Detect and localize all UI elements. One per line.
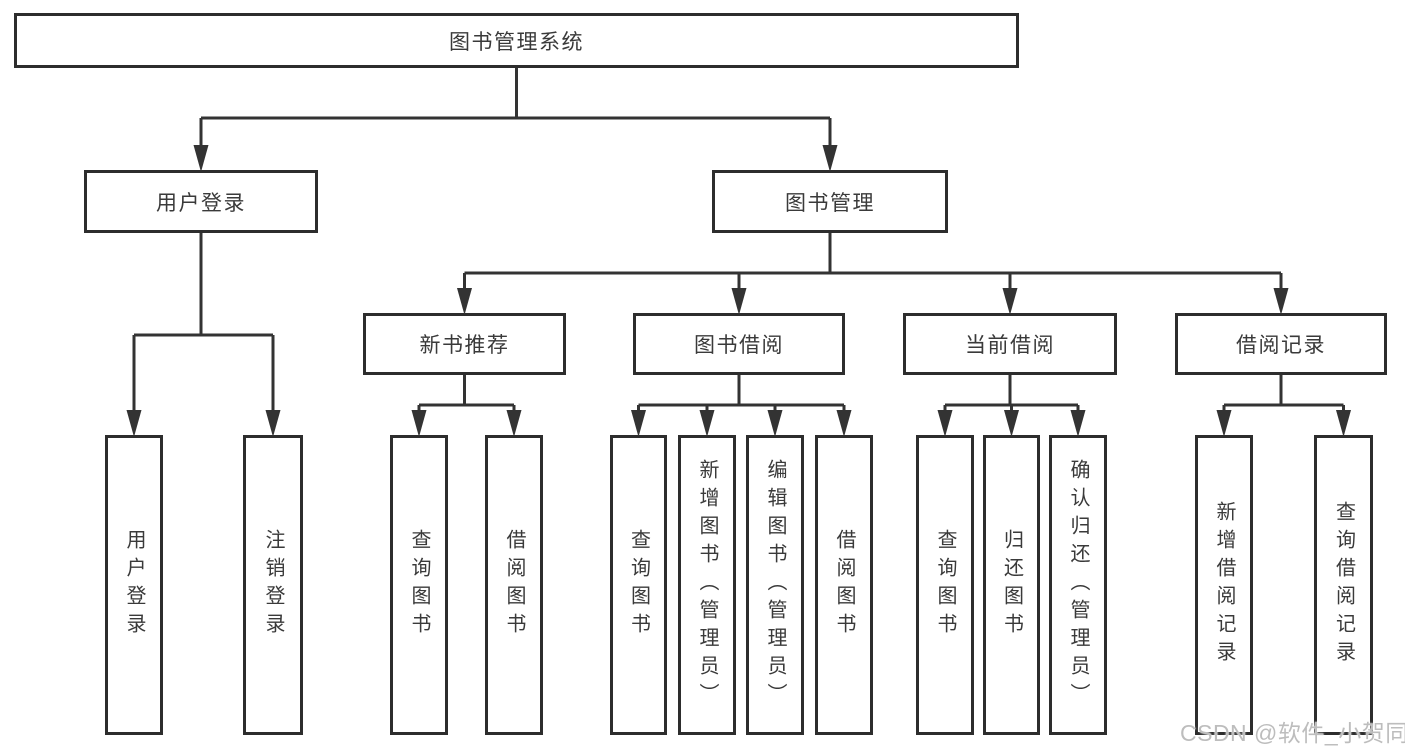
leaf-confirm-return-admin: 确认归还（管理员） <box>1049 435 1107 735</box>
leaf-return-books: 归还图书 <box>983 435 1040 735</box>
node-current-borrowing: 当前借阅 <box>903 313 1117 375</box>
node-book-management: 图书管理 <box>712 170 948 233</box>
leaf-borrow-books-recommend: 借阅图书 <box>485 435 543 735</box>
leaf-query-books-borrowing: 查询图书 <box>610 435 667 735</box>
leaf-query-borrow-record: 查询借阅记录 <box>1314 435 1373 735</box>
node-new-book-recommend: 新书推荐 <box>363 313 566 375</box>
leaf-query-books-current: 查询图书 <box>916 435 974 735</box>
leaf-edit-books-admin: 编辑图书（管理员） <box>746 435 804 735</box>
watermark: CSDN @软件_小贺同学 <box>1180 720 1405 746</box>
leaf-add-borrow-record: 新增借阅记录 <box>1195 435 1253 735</box>
leaf-borrow-books-borrowing: 借阅图书 <box>815 435 873 735</box>
leaf-user-login: 用户登录 <box>105 435 163 735</box>
leaf-query-books-recommend: 查询图书 <box>390 435 448 735</box>
node-library-management-system: 图书管理系统 <box>14 13 1019 68</box>
node-borrowing-records: 借阅记录 <box>1175 313 1387 375</box>
leaf-add-books-admin: 新增图书（管理员） <box>678 435 736 735</box>
leaf-logout-login: 注销登录 <box>243 435 303 735</box>
node-book-borrowing: 图书借阅 <box>633 313 845 375</box>
node-user-login: 用户登录 <box>84 170 318 233</box>
